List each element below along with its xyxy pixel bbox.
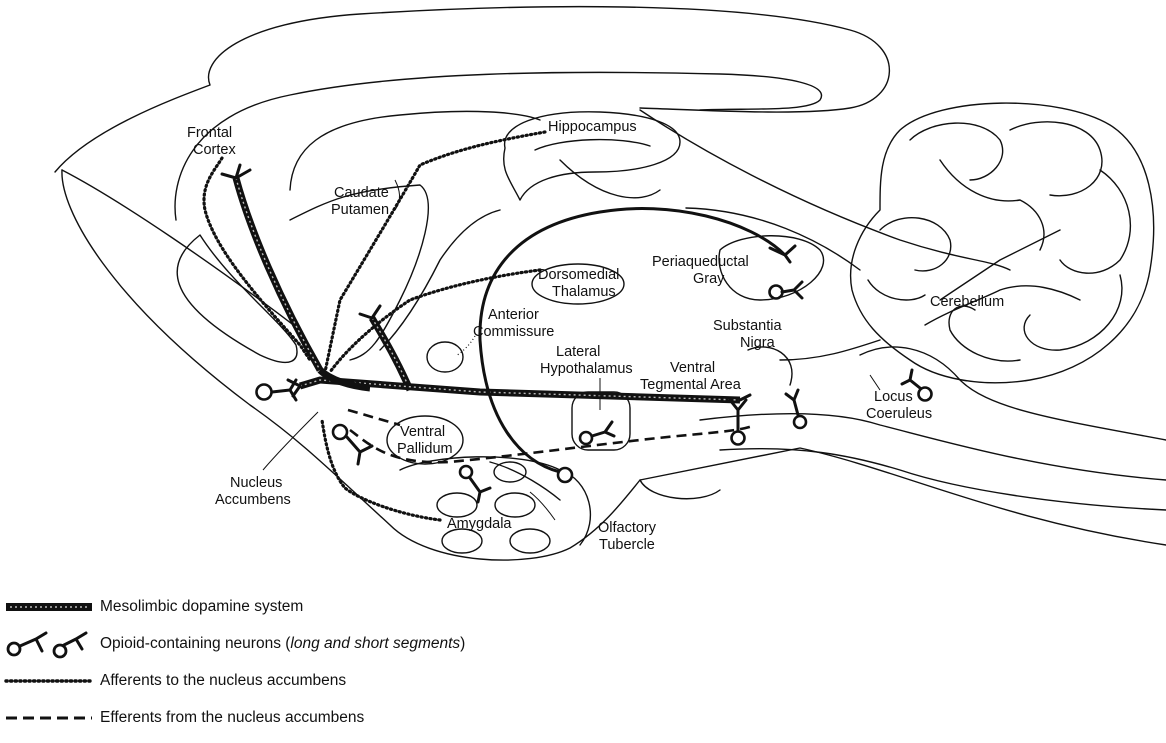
dorsomedial-thalamus-label: Dorsomedial Thalamus [538,267,623,300]
frontal-cortex-label: Frontal Cortex [187,125,236,158]
caudate-putamen-label: Caudate Putamen [331,185,393,218]
pons-outline [640,480,720,499]
legend: Mesolimbic dopamine system Opioid-contai… [0,592,700,742]
brainstem-line-3 [780,340,880,360]
ventral-pallidum-label: Ventral Pallidum [397,424,453,457]
cortex-inner-line [290,111,540,190]
legend-row-opioid: Opioid-containing neurons (long and shor… [0,629,465,659]
periaqueductal-gray-label: Periaqueductal Gray [652,254,753,287]
afferent-symbol [0,666,100,696]
legend-label-mesolimbic: Mesolimbic dopamine system [100,598,303,616]
substantia-nigra-label: Substantia Nigra [713,318,786,351]
brainstem-line-1 [700,414,1166,480]
cerebellum-label: Cerebellum [930,294,1004,310]
hippocampus-label: Hippocampus [548,119,637,135]
nucleus-accumbens-label: Nucleus Accumbens [215,475,291,508]
substantia-nigra-outline [748,347,792,385]
legend-label-efferents: Efferents from the nucleus accumbens [100,709,364,727]
brainstem-line-2 [720,449,1166,510]
legend-row-mesolimbic: Mesolimbic dopamine system [0,592,303,622]
lateral-hypothalamus-label: Lateral Hypothalamus [540,344,633,377]
olfactory-tubercle-label: Olfactory Tubercle [598,520,660,553]
brain-pathway-diagram: Frontal Cortex Hippocampus Caudate Putam… [0,0,1166,585]
cerebellum-outline [851,103,1154,383]
legend-label-opioid: Opioid-containing neurons (long and shor… [100,635,465,653]
amygdala-label: Amygdala [447,516,512,532]
ventral-tegmental-area-label: Ventral Tegmental Area [640,360,742,393]
anterior-commissure-label: Anterior Commissure [473,307,554,340]
mesolimbic-dopamine-pathway [222,165,740,400]
amygdala-nuclei [437,462,550,553]
anterior-commissure-outline [427,342,463,372]
opioid-neuron-symbol [0,629,100,659]
brainstem-upper [640,110,1010,270]
legend-row-afferents: Afferents to the nucleus accumbens [0,666,346,696]
mesolimbic-symbol [0,592,100,622]
region-labels: Frontal Cortex Hippocampus Caudate Putam… [187,119,1004,553]
legend-row-efferents: Efferents from the nucleus accumbens [0,703,364,733]
hippocampus-inner [535,140,650,150]
efferent-to-pallidum [348,410,400,425]
efferent-symbol [0,703,100,733]
hippocampus-fold [560,160,660,198]
legend-label-afferents: Afferents to the nucleus accumbens [100,672,346,690]
corpus-callosum-outline [175,72,821,220]
